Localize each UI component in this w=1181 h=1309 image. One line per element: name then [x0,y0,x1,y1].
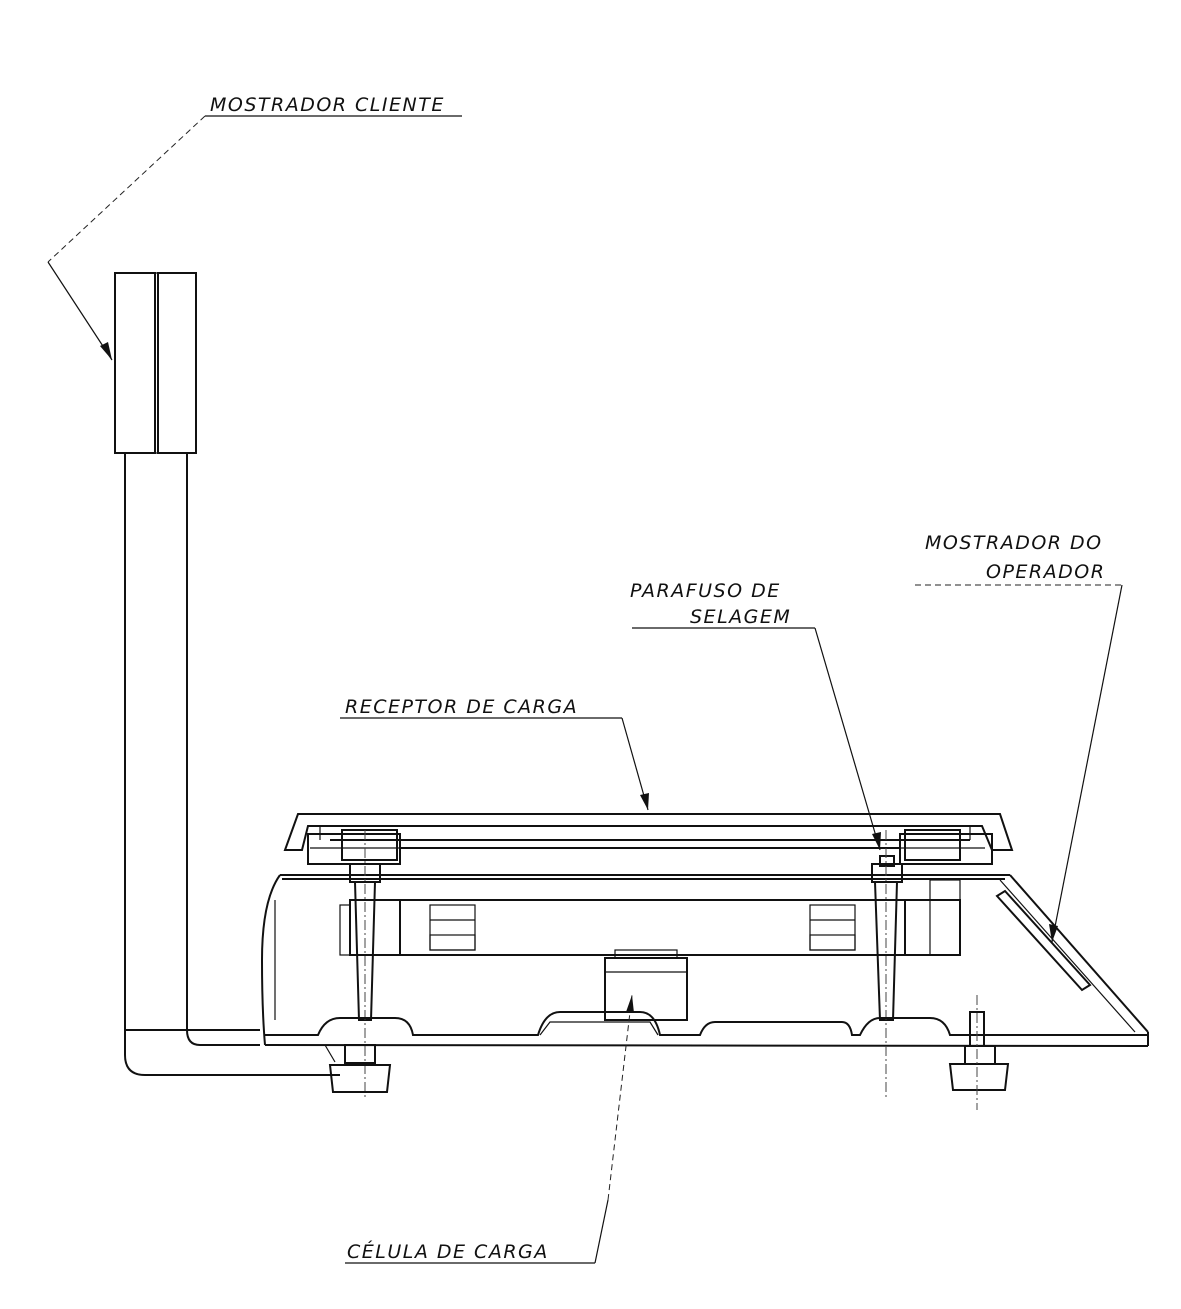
leader-mostrador-cliente [47,115,462,361]
label-receptor-de-carga: RECEPTOR DE CARGA [345,696,578,718]
leader-mostrador-operador [915,584,1123,943]
right-foot [948,995,1010,1110]
display-pole [124,453,340,1076]
label-mostrador-cliente: MOSTRADOR CLIENTE [210,94,445,116]
label-parafuso-line2: SELAGEM [690,606,791,628]
label-celula-de-carga: CÉLULA DE CARGA [347,1240,549,1263]
customer-display [114,272,197,454]
load-cell [604,949,688,1021]
label-parafuso-line1: PARAFUSO DE [630,580,781,602]
right-column [871,830,903,1100]
leader-parafuso-selagem [632,627,881,851]
load-receptor [283,813,1014,865]
bottom-plate [265,1011,1148,1036]
left-foot [324,1044,392,1093]
left-column [349,830,381,1100]
base-housing [260,874,1149,1047]
leader-celula-carga [345,994,634,1264]
leader-receptor-carga [340,717,649,811]
label-mostrador-operador-line1: MOSTRADOR DO [925,532,1103,554]
label-mostrador-operador-line2: OPERADOR [986,561,1105,583]
